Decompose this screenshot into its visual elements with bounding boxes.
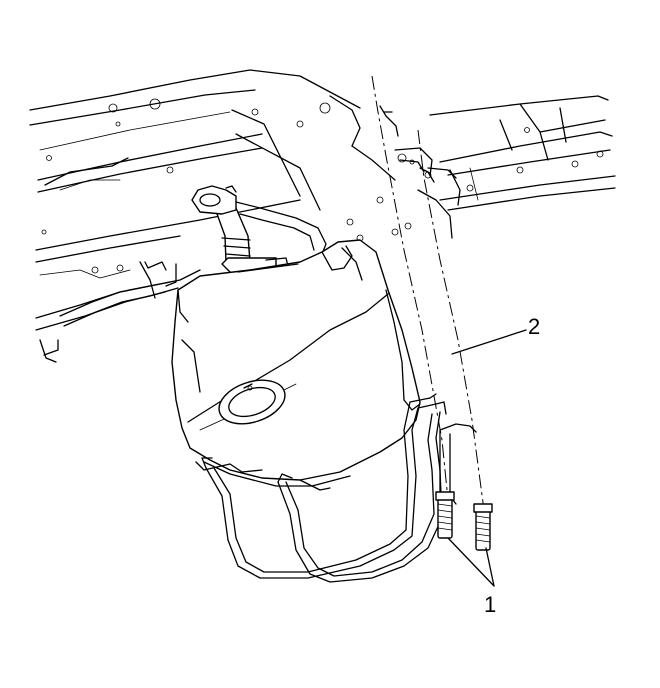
leader-line-1b	[485, 547, 495, 587]
callout-1: 1	[447, 537, 496, 617]
strap-bolts	[435, 491, 493, 551]
fuel-tank	[59, 239, 421, 491]
strap-bolt-rear	[473, 503, 493, 551]
callout-2: 2	[451, 314, 540, 355]
strap-bolt-front	[435, 491, 455, 539]
fuel-tank-straps	[201, 393, 447, 583]
vehicle-frame	[29, 69, 616, 511]
leader-line-2	[451, 329, 527, 355]
attachment-centerlines	[371, 75, 485, 511]
callout-label-1: 1	[484, 592, 496, 617]
callout-label-2: 2	[528, 314, 540, 339]
leader-line-1a	[447, 537, 495, 587]
